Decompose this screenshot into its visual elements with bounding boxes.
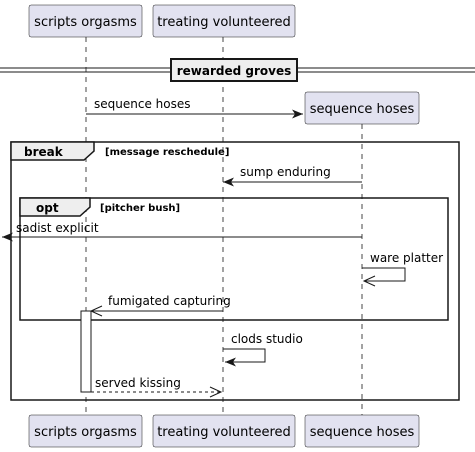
message-label: served kissing <box>95 376 181 390</box>
message-sequence-hoses: sequence hoses <box>86 97 303 119</box>
participant-label: sequence hoses <box>310 102 415 117</box>
fragment-keyword: opt <box>36 201 59 215</box>
participant-treating-volunteered-top: treating volunteered <box>152 4 296 38</box>
participant-treating-volunteered-bottom: treating volunteered <box>152 414 296 448</box>
message-label: sequence hoses <box>94 97 190 111</box>
participant-scripts-orgasms-top: scripts orgasms <box>28 4 143 38</box>
message-clods-studio: clods studio <box>223 332 303 367</box>
fragment-break: break [message reschedule] <box>10 141 460 401</box>
message-label: sump enduring <box>240 165 331 179</box>
message-sadist-explicit: sadist explicit <box>2 221 362 242</box>
message-fumigated-capturing: fumigated capturing <box>89 294 231 317</box>
message-label: fumigated capturing <box>108 294 231 308</box>
activation-bar <box>80 310 92 393</box>
divider-label: rewarded groves <box>177 64 292 78</box>
message-served-kissing: served kissing <box>91 376 223 398</box>
message-label: clods studio <box>231 332 303 346</box>
participant-label: scripts orgasms <box>34 425 137 440</box>
message-sump-enduring: sump enduring <box>223 165 362 187</box>
fragment-condition: [message reschedule] <box>105 147 229 158</box>
fragment-condition: [pitcher bush] <box>100 203 180 214</box>
fragment-opt: opt [pitcher bush] <box>19 197 449 321</box>
message-label: ware platter <box>370 251 443 265</box>
message-label: sadist explicit <box>16 221 99 235</box>
message-ware-platter: ware platter <box>362 251 443 287</box>
participant-label: sequence hoses <box>310 425 415 440</box>
participant-label: treating volunteered <box>157 425 291 440</box>
participant-sequence-hoses-bottom: sequence hoses <box>304 414 420 448</box>
participant-label: treating volunteered <box>157 15 291 30</box>
participant-label: scripts orgasms <box>34 15 137 30</box>
participant-scripts-orgasms-bottom: scripts orgasms <box>28 414 143 448</box>
fragment-keyword: break <box>24 145 64 159</box>
divider: rewarded groves <box>0 58 475 82</box>
participant-sequence-hoses-created: sequence hoses <box>304 91 420 125</box>
